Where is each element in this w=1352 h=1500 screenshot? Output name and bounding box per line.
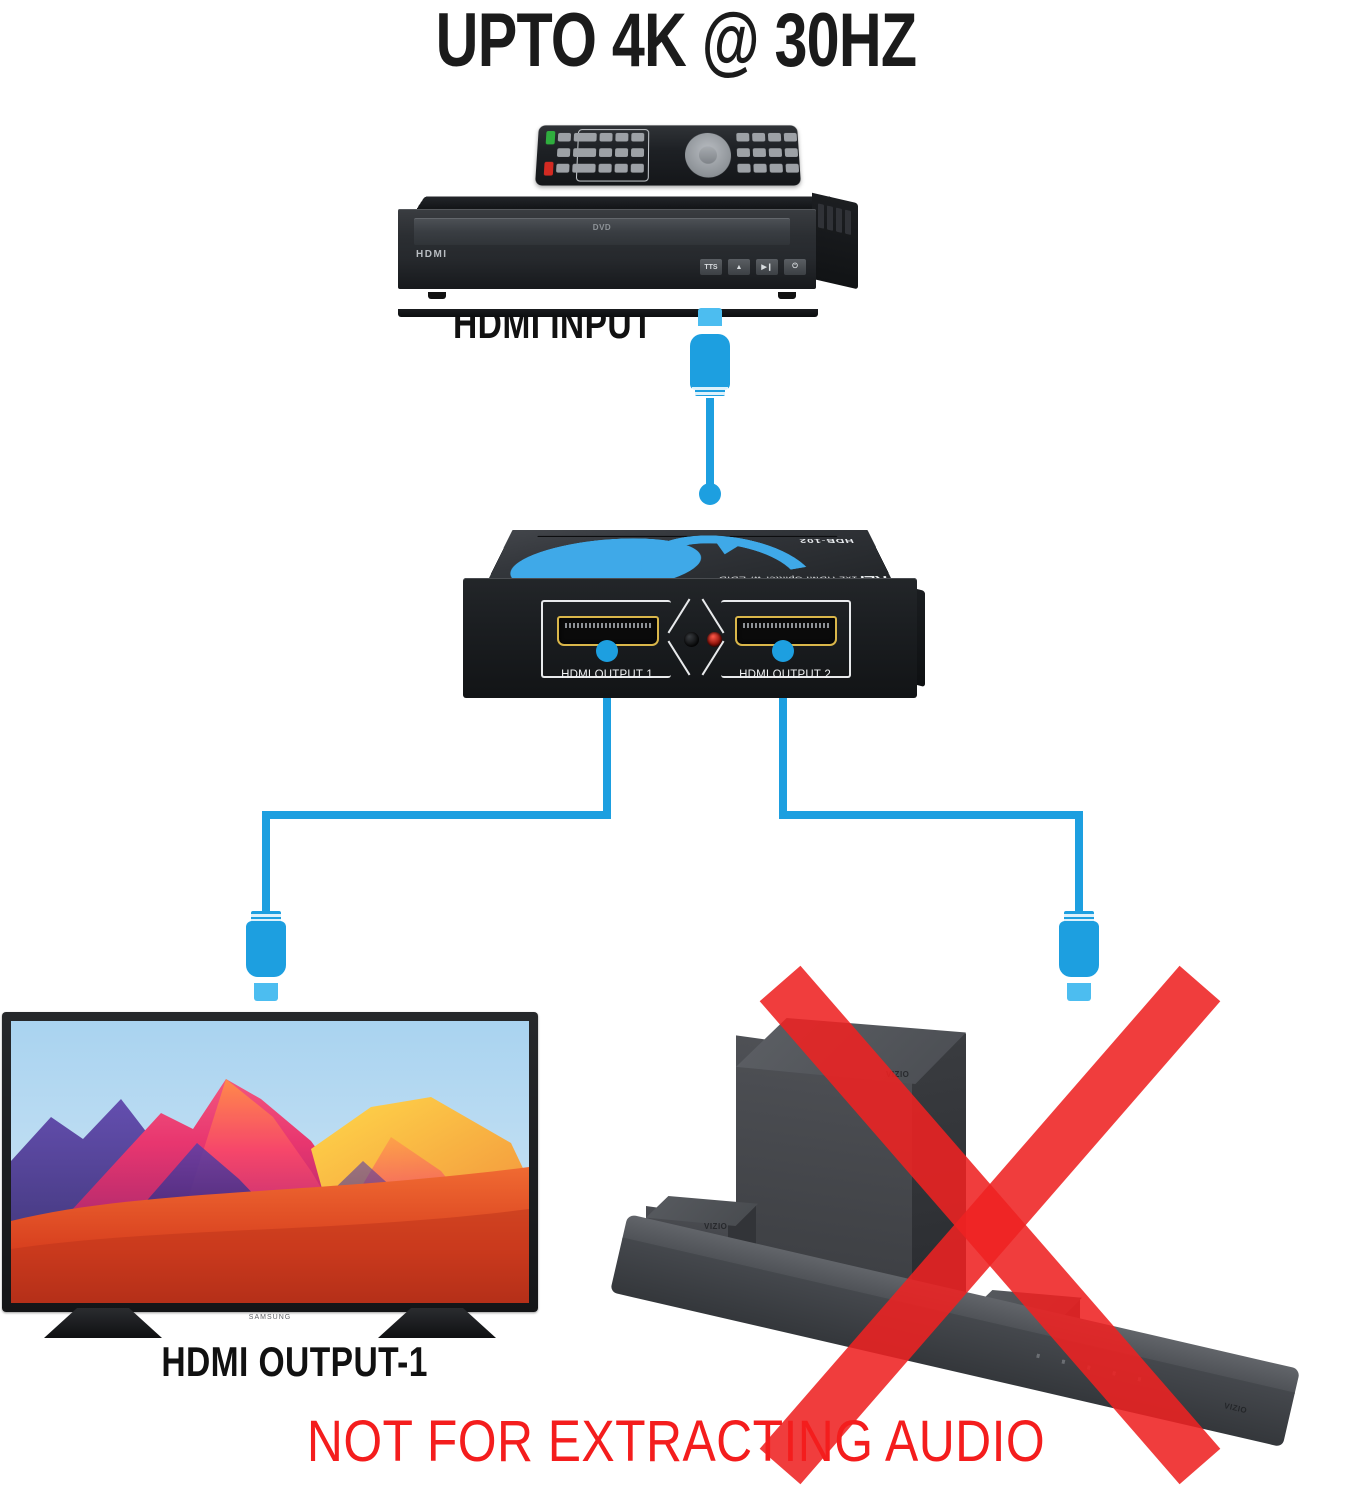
dvd-hdmi-label: HDMI <box>416 249 448 260</box>
dvd-front-face: DVD HDMI TTS ▲ ▶❙ ⏻ <box>398 209 816 289</box>
hdmi-plug-body <box>246 921 286 977</box>
port-2-label: HDMI OUTPUT 2 <box>721 669 849 681</box>
cable-out1-horizontal <box>262 811 611 819</box>
port-2-outline: HDMI OUTPUT 2 <box>721 600 851 678</box>
tv-stand-left <box>44 1308 162 1338</box>
dvd-button-row: TTS ▲ ▶❙ ⏻ <box>700 259 806 275</box>
hdmi-plug-output1 <box>244 905 288 991</box>
tv-stand-right <box>378 1308 496 1338</box>
led-indicator-2 <box>707 632 722 647</box>
cable-out2-horizontal <box>779 811 1083 819</box>
dvd-button-eject[interactable]: ▲ <box>728 259 750 275</box>
hdmi-plug-body <box>1059 921 1099 977</box>
hdmi-plug-input <box>688 318 732 404</box>
warning-text: NOT FOR EXTRACTING AUDIO <box>95 1408 1258 1475</box>
vizio-logo-sub: VIZIO <box>886 1070 909 1079</box>
dvd-player: DVD HDMI TTS ▲ ▶❙ ⏻ <box>398 186 858 298</box>
dvd-foot-left <box>428 292 446 299</box>
hdmi-plug-body <box>690 334 730 390</box>
splitter-port-panel: HDMI OUTPUT 1 HDMI OUTPUT 2 <box>541 600 851 674</box>
led-indicator-1 <box>684 632 699 647</box>
screen-mountain-image <box>11 1021 529 1303</box>
dvd-foot-right <box>778 292 796 299</box>
port-1-outline: HDMI OUTPUT 1 <box>541 600 671 678</box>
dvd-button-tts[interactable]: TTS <box>700 259 722 275</box>
hdmi-input-label: HDMI INPUT <box>453 300 653 348</box>
page-title: UPTO 4K @ 30HZ <box>149 0 1204 86</box>
hdmi-plug-tip <box>698 308 722 326</box>
dvd-base <box>398 309 818 317</box>
port-1-label: HDMI OUTPUT 1 <box>543 669 671 681</box>
cable-input-endpoint <box>699 483 721 505</box>
vizio-logo-sat-left: VIZIO <box>704 1222 727 1231</box>
tv-screen <box>11 1021 529 1303</box>
dvd-button-power[interactable]: ⏻ <box>784 259 806 275</box>
splitter-front-panel: HDMI OUTPUT 1 HDMI OUTPUT 2 <box>463 578 917 698</box>
hdmi-plug-tip <box>254 983 278 1001</box>
cable-out2-endpoint <box>772 640 794 662</box>
remote-dpad <box>685 133 732 178</box>
audio-system: VIZIO VIZIO VIZIO VIZIO <box>640 1000 1340 1450</box>
cable-out1-endpoint <box>596 640 618 662</box>
dvd-logo: DVD <box>588 223 616 232</box>
hdmi-output1-label: HDMI OUTPUT-1 <box>161 1338 428 1386</box>
television: SAMSUNG <box>2 1012 538 1342</box>
hdmi-splitter: HDB-102 1x2 HDMI Splitter w/ EDID REI HD… <box>455 470 925 720</box>
dvd-disc-tray: DVD <box>414 218 790 245</box>
hdmi-plug-tip <box>1067 983 1091 1001</box>
remote-power-button <box>546 131 556 144</box>
dvd-button-play[interactable]: ▶❙ <box>756 259 778 275</box>
remote-control <box>535 125 801 185</box>
hdmi-plug-output2 <box>1057 905 1101 991</box>
hdmi-plug-collar <box>695 384 725 396</box>
splitter-model-number: HDB-102 <box>798 538 855 545</box>
tv-bezel: SAMSUNG <box>2 1012 538 1312</box>
remote-record-button <box>544 162 554 176</box>
